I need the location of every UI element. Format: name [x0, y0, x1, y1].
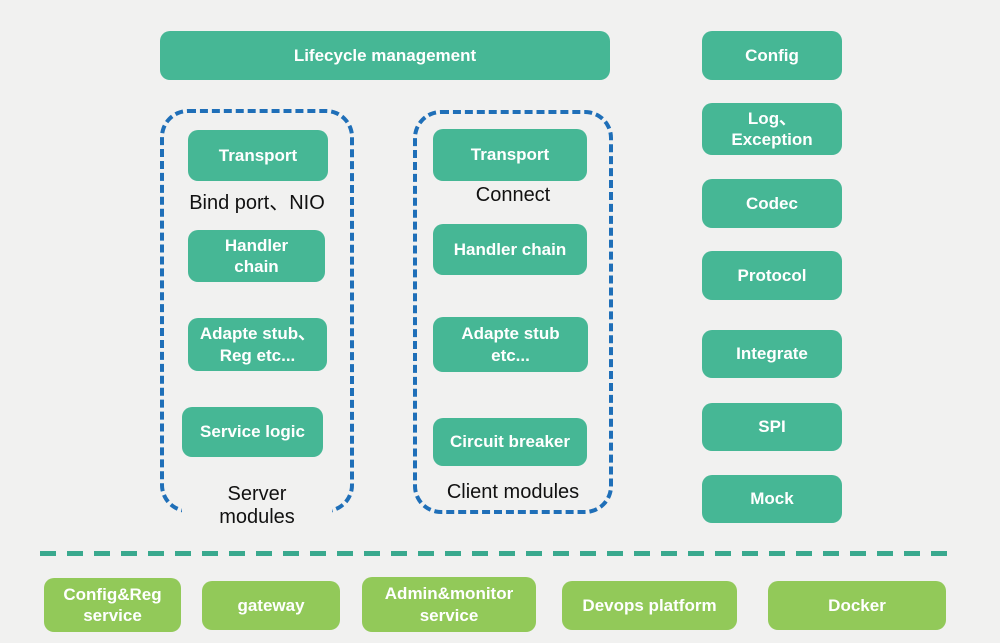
server-transport-box: Transport	[188, 130, 328, 181]
client-modules-label: Client modules	[440, 481, 586, 504]
client-circuit-breaker-box: Circuit breaker	[433, 418, 587, 466]
server-adapte-stub-box: Adapte stub、 Reg etc...	[188, 318, 327, 371]
infrastructure-divider	[40, 551, 948, 556]
infra-box-devops-platform: Devops platform	[562, 581, 737, 630]
feature-box-mock: Mock	[702, 475, 842, 523]
lifecycle-management-box: Lifecycle management	[160, 31, 610, 80]
infra-box-config-reg-service: Config&Reg service	[44, 578, 181, 632]
infra-box-gateway: gateway	[202, 581, 340, 630]
feature-box-log-exception: Log、 Exception	[702, 103, 842, 155]
server-handler-chain-box: Handler chain	[188, 230, 325, 282]
feature-box-config: Config	[702, 31, 842, 80]
client-handler-chain-box: Handler chain	[433, 224, 587, 275]
feature-box-integrate: Integrate	[702, 330, 842, 378]
client-transport-box: Transport	[433, 129, 587, 181]
client-modules-group	[413, 110, 613, 514]
infra-box-docker: Docker	[768, 581, 946, 630]
infra-box-admin-monitor-service: Admin&monitor service	[362, 577, 536, 632]
server-transport-note: Bind port、NIO	[189, 192, 325, 214]
server-service-logic-box: Service logic	[182, 407, 323, 457]
feature-box-codec: Codec	[702, 179, 842, 228]
feature-box-protocol: Protocol	[702, 251, 842, 300]
client-adapte-stub-box: Adapte stub etc...	[433, 317, 588, 372]
client-transport-note: Connect	[475, 184, 551, 206]
feature-box-spi: SPI	[702, 403, 842, 451]
server-modules-label: Server modules	[182, 483, 332, 529]
